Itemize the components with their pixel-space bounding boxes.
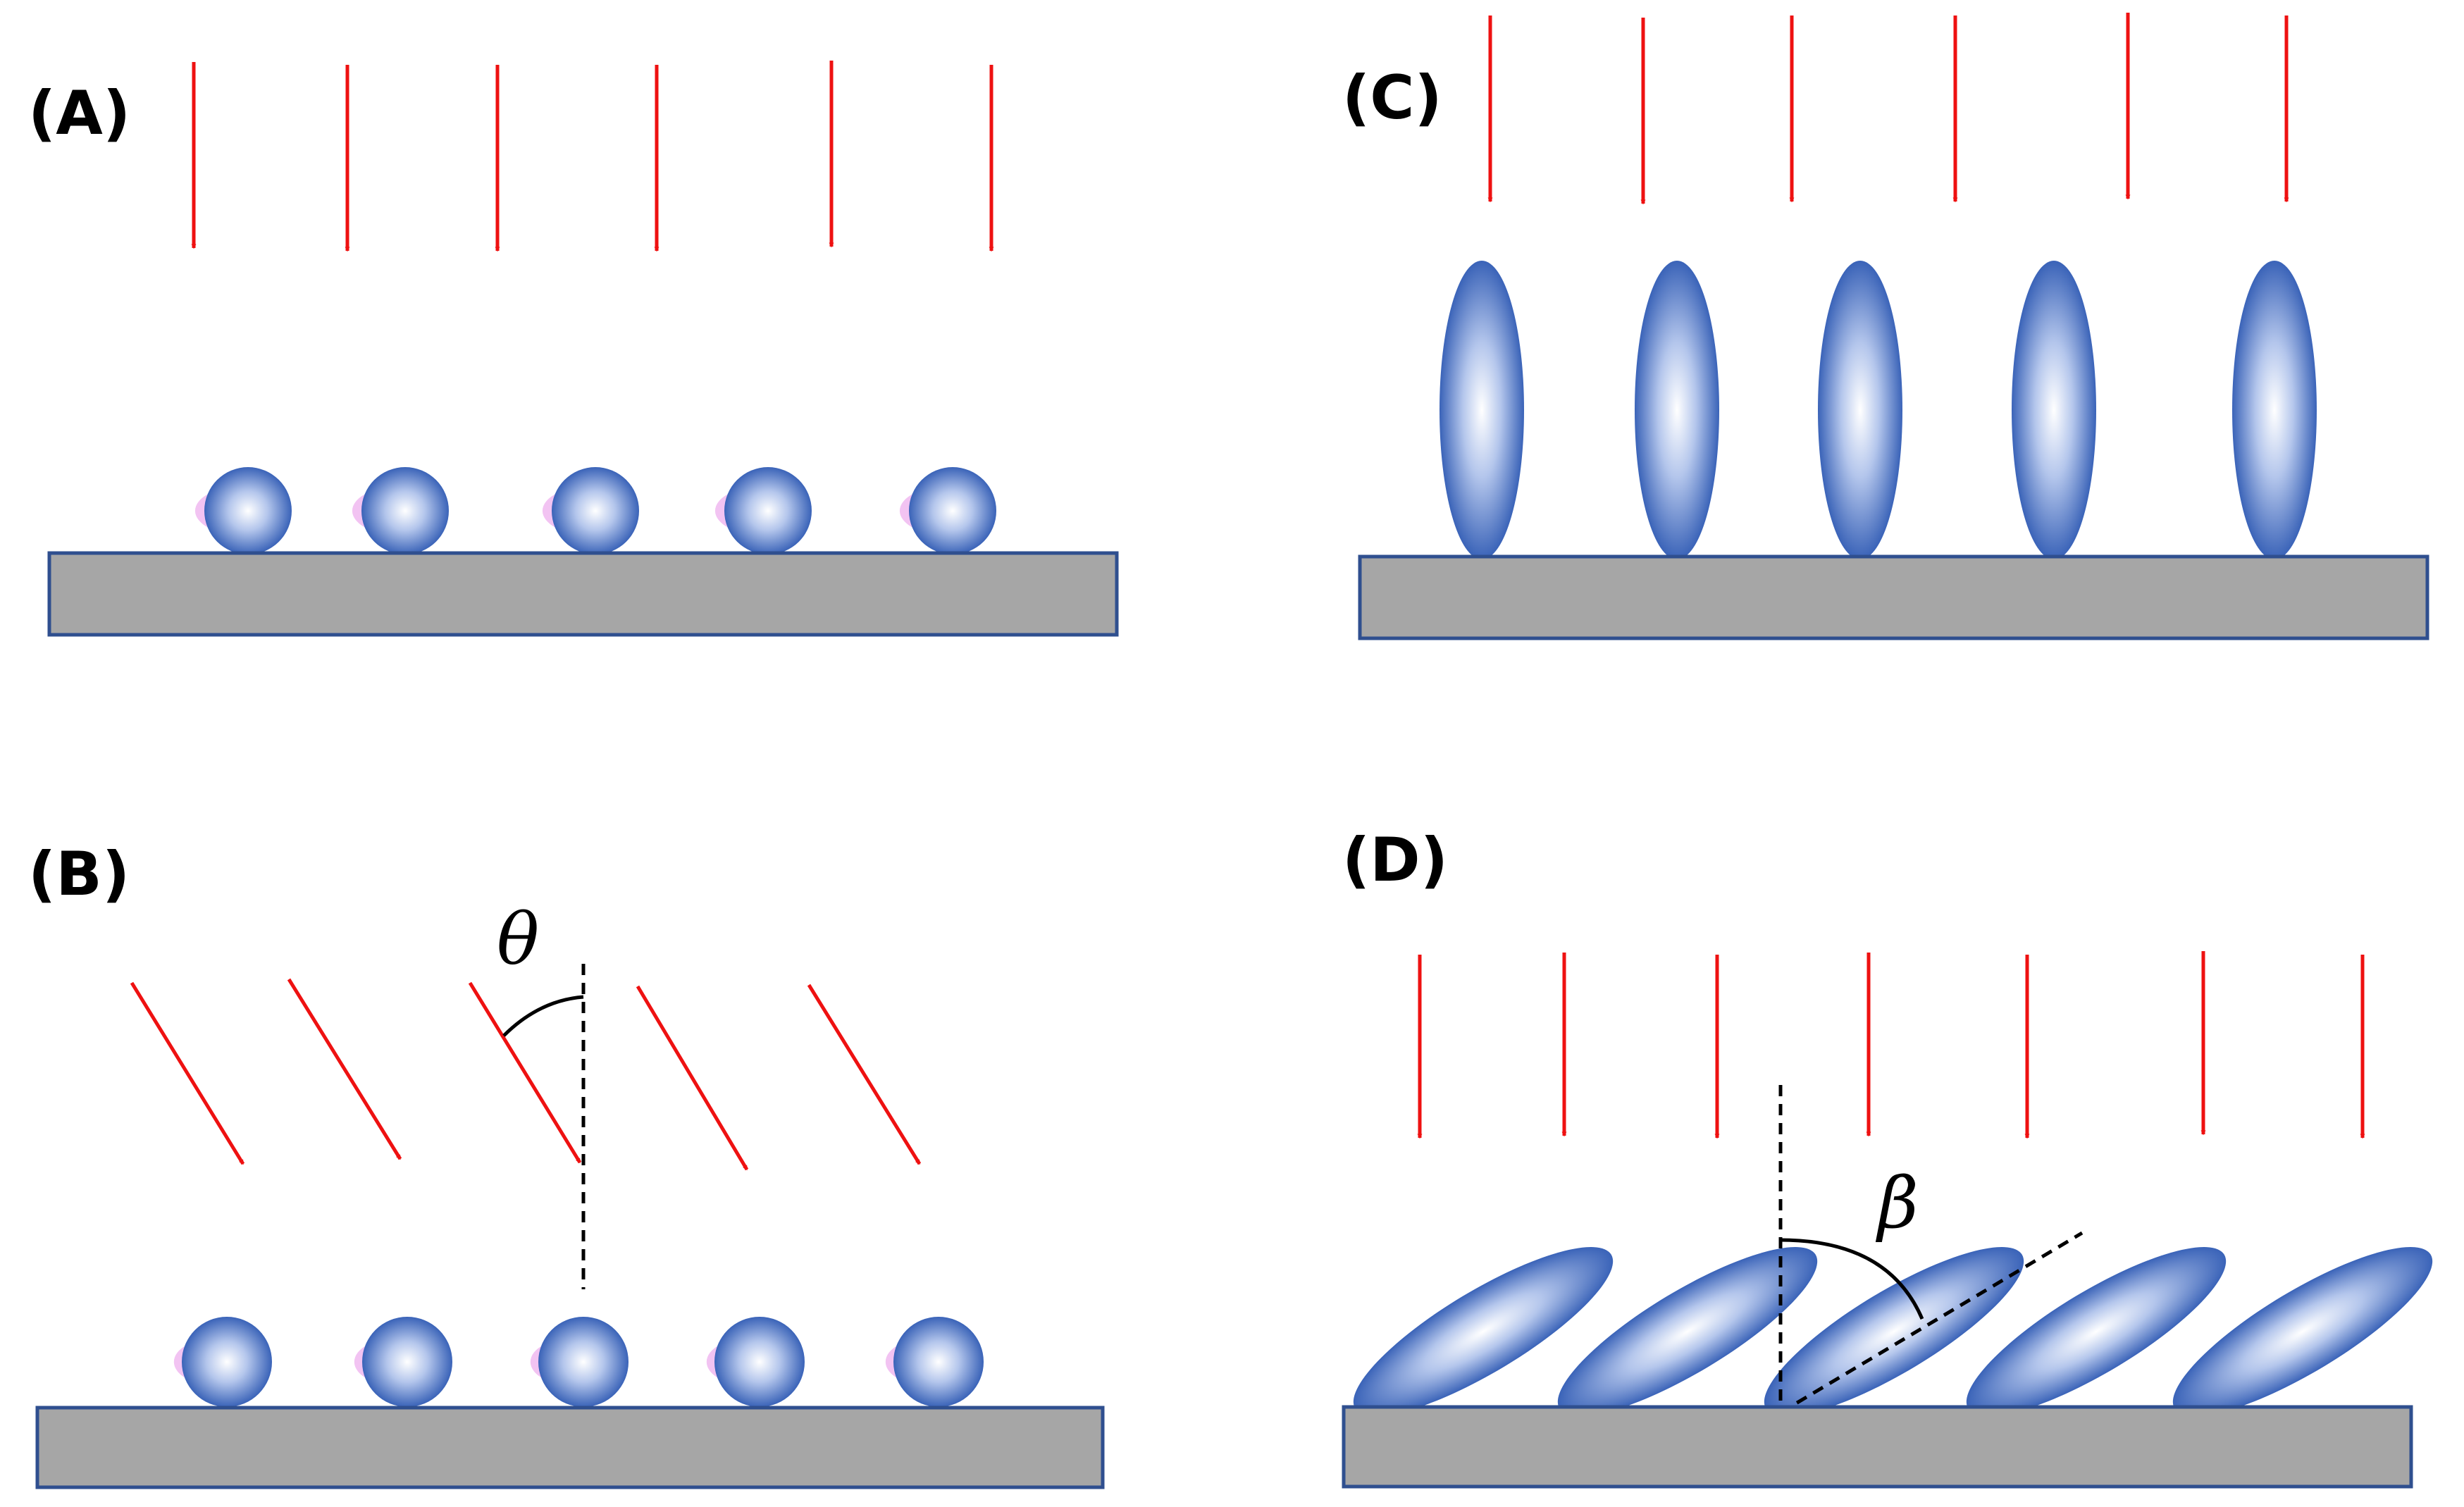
particle-rod-c-1 [1440, 261, 1524, 559]
particle-axis-d [1779, 1231, 2084, 1415]
substrate-d [1342, 1405, 2413, 1489]
particle-sphere-a-5 [899, 467, 996, 554]
particle-sphere-b-3 [530, 1317, 629, 1407]
particle-rod-d-1 [1353, 1247, 1614, 1416]
particle-sphere-b-1 [173, 1317, 272, 1407]
panel-label-c: (C) [1342, 63, 1442, 133]
particle-rod-c-3 [1818, 261, 1902, 559]
particle-sphere-b-5 [885, 1317, 984, 1407]
oblique-arrow-5 [807, 984, 922, 1165]
incident-arrows-c [1487, 13, 2289, 205]
particle-sphere-b-4 [706, 1317, 805, 1407]
panel-c: (C) [1342, 13, 2429, 640]
panel-label-d: (D) [1342, 825, 1448, 895]
particle-rod-c-4 [2012, 261, 2096, 559]
particle-sphere-a-2 [352, 467, 449, 554]
incident-arrows-a [191, 61, 994, 252]
substrate-c [1358, 554, 2429, 640]
panel-label-b: (B) [28, 839, 130, 910]
particle-rod-d-4 [1966, 1247, 2227, 1416]
oblique-arrow-4 [636, 985, 749, 1171]
particle-sphere-a-3 [542, 467, 639, 554]
oblique-arrow-3 [468, 981, 582, 1164]
substrate-a [47, 551, 1119, 637]
particle-sphere-b-2 [354, 1317, 452, 1407]
particles-b [173, 1317, 984, 1407]
particle-rod-d-5 [2172, 1247, 2433, 1416]
panel-b: (B) θ [28, 839, 1105, 1489]
particle-sphere-a-4 [714, 467, 812, 554]
panel-label-a: (A) [28, 78, 130, 149]
particle-rod-c-5 [2232, 261, 2317, 559]
particle-rod-d-2 [1557, 1247, 1818, 1416]
particle-sphere-a-1 [194, 467, 292, 554]
angle-arc-beta [1780, 1238, 1924, 1320]
particle-rod-d-3 [1764, 1247, 2024, 1416]
particles-c [1440, 261, 2317, 559]
angle-symbol-beta: β [1875, 1162, 1919, 1244]
oblique-arrow-1 [130, 981, 245, 1165]
angle-symbol-theta: θ [497, 898, 539, 981]
particles-d [1353, 1247, 2433, 1416]
incident-arrows-d [1417, 951, 2365, 1139]
incident-arrows-b [130, 978, 922, 1171]
panel-a: (A) [28, 61, 1119, 637]
particles-a [194, 467, 996, 554]
substrate-b [35, 1406, 1105, 1489]
particle-rod-c-2 [1635, 261, 1719, 559]
panel-d: (D) β [1342, 825, 2433, 1489]
oblique-arrow-2 [287, 978, 402, 1160]
angle-arc-theta [502, 995, 584, 1037]
